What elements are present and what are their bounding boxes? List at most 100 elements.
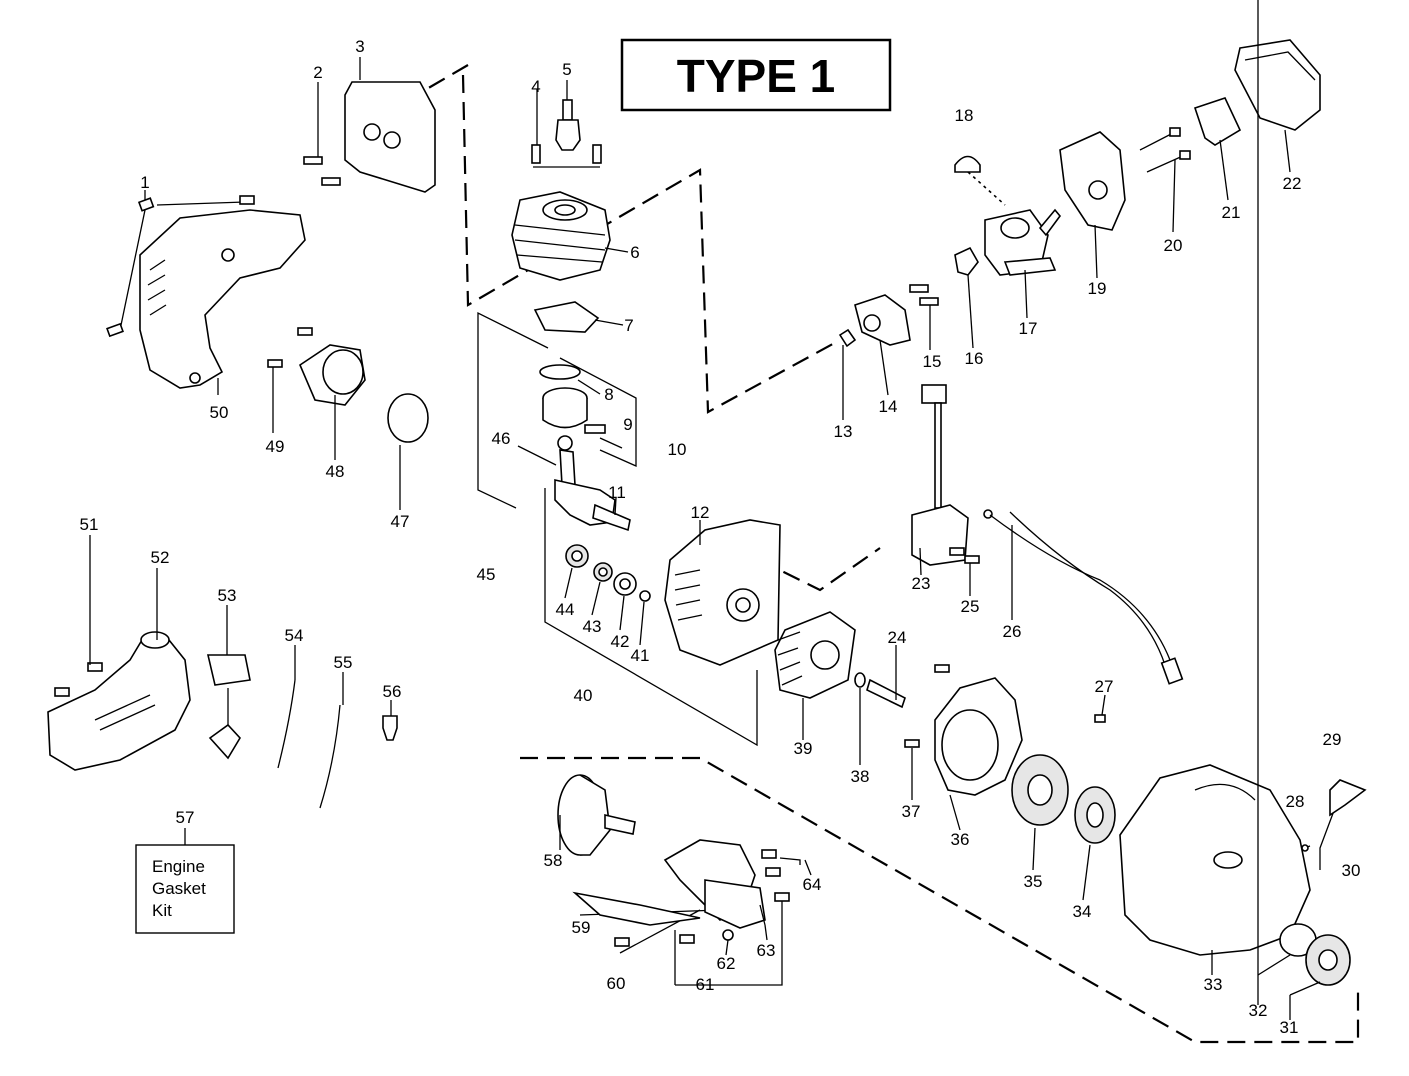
part-label-52: 52 <box>151 548 170 567</box>
fuel-tank-part <box>47 631 191 771</box>
leader-lines <box>89 0 1321 1020</box>
gear-housing-part <box>572 839 790 947</box>
part-label-40: 40 <box>574 686 593 705</box>
clutch-drum-part <box>557 774 636 856</box>
part-label-12: 12 <box>691 503 710 522</box>
gasket-kit-box: Engine Gasket Kit 57 <box>135 808 235 934</box>
part-label-56: 56 <box>383 682 402 701</box>
part-label-6: 6 <box>630 243 639 262</box>
part-label-15: 15 <box>923 352 942 371</box>
cylinder-part <box>511 191 611 281</box>
part-number-labels: 1 2 3 4 5 6 7 8 9 10 11 12 13 14 15 16 1… <box>80 37 1361 1037</box>
part-label-2: 2 <box>313 63 322 82</box>
part-label-63: 63 <box>757 941 776 960</box>
part-label-14: 14 <box>879 397 898 416</box>
part-label-62: 62 <box>717 954 736 973</box>
title-box: TYPE 1 <box>620 38 892 112</box>
part-label-29: 29 <box>1323 730 1342 749</box>
piston-part <box>539 364 606 434</box>
starter-pawl-part <box>1279 923 1351 986</box>
part-label-5: 5 <box>562 60 571 79</box>
part-label-21: 21 <box>1222 203 1241 222</box>
diagram-title: TYPE 1 <box>677 50 836 102</box>
part-label-10: 10 <box>668 440 687 459</box>
kit-line-3: Kit <box>152 901 172 920</box>
pin-part <box>866 678 906 709</box>
part-label-30: 30 <box>1342 861 1361 880</box>
part-label-61: 61 <box>696 975 715 994</box>
part-label-42: 42 <box>611 632 630 651</box>
filter-element-part <box>1193 39 1321 146</box>
part-label-34: 34 <box>1073 902 1092 921</box>
part-label-35: 35 <box>1024 872 1043 891</box>
fuel-line-part <box>277 679 398 809</box>
part-label-32: 32 <box>1249 1001 1268 1020</box>
kit-number-label: 57 <box>176 808 195 827</box>
part-label-36: 36 <box>951 830 970 849</box>
part-label-33: 33 <box>1204 975 1223 994</box>
part-label-22: 22 <box>1283 174 1302 193</box>
part-label-20: 20 <box>1164 236 1183 255</box>
part-label-8: 8 <box>604 385 613 404</box>
part-label-28: 28 <box>1286 792 1305 811</box>
part-label-1: 1 <box>140 173 149 192</box>
part-label-55: 55 <box>334 653 353 672</box>
part-label-58: 58 <box>544 851 563 870</box>
gasket-part <box>533 301 600 333</box>
part-label-23: 23 <box>912 574 931 593</box>
part-label-43: 43 <box>583 617 602 636</box>
crankshaft-part <box>554 435 631 532</box>
part-label-26: 26 <box>1003 622 1022 641</box>
part-label-41: 41 <box>631 646 650 665</box>
flywheel-part <box>774 611 856 699</box>
part-label-25: 25 <box>961 597 980 616</box>
part-label-46: 46 <box>492 429 511 448</box>
part-label-50: 50 <box>210 403 229 422</box>
part-label-7: 7 <box>624 316 633 335</box>
spark-plug-part <box>531 99 602 164</box>
adapter-part <box>1059 127 1191 231</box>
recoil-pulley-part <box>1011 754 1116 844</box>
part-label-44: 44 <box>556 600 575 619</box>
ignition-module-part <box>911 384 980 566</box>
washer-part <box>854 672 866 688</box>
part-label-4: 4 <box>531 77 540 96</box>
part-label-9: 9 <box>623 415 632 434</box>
carburetor-part <box>954 155 1062 276</box>
crankcase-part <box>664 519 781 666</box>
starter-pulley-part <box>267 327 429 443</box>
part-label-54: 54 <box>285 626 304 645</box>
part-label-51: 51 <box>80 515 99 534</box>
part-label-37: 37 <box>902 802 921 821</box>
part-label-18: 18 <box>955 106 974 125</box>
part-label-38: 38 <box>851 767 870 786</box>
starter-housing-part <box>904 664 1106 796</box>
part-label-60: 60 <box>607 974 626 993</box>
wire-part <box>983 509 1184 685</box>
part-label-24: 24 <box>888 628 907 647</box>
intake-part <box>838 284 939 348</box>
bearings-part <box>565 544 651 602</box>
part-label-47: 47 <box>391 512 410 531</box>
kit-line-2: Gasket <box>152 879 206 898</box>
part-label-49: 49 <box>266 437 285 456</box>
engine-shroud-part <box>1119 764 1367 956</box>
part-label-59: 59 <box>572 918 591 937</box>
rear-cover-part <box>106 195 306 389</box>
air-filter-cover-part <box>303 81 436 193</box>
part-label-13: 13 <box>834 422 853 441</box>
part-label-27: 27 <box>1095 677 1114 696</box>
part-label-19: 19 <box>1088 279 1107 298</box>
fuel-filter-part <box>206 654 251 760</box>
part-label-17: 17 <box>1019 319 1038 338</box>
part-label-53: 53 <box>218 586 237 605</box>
part-label-11: 11 <box>608 483 626 502</box>
part-label-16: 16 <box>965 349 984 368</box>
part-label-31: 31 <box>1280 1018 1299 1037</box>
part-label-39: 39 <box>794 739 813 758</box>
part-label-45: 45 <box>477 565 496 584</box>
kit-line-1: Engine <box>152 857 205 876</box>
part-label-3: 3 <box>355 37 364 56</box>
part-label-64: 64 <box>803 875 822 894</box>
